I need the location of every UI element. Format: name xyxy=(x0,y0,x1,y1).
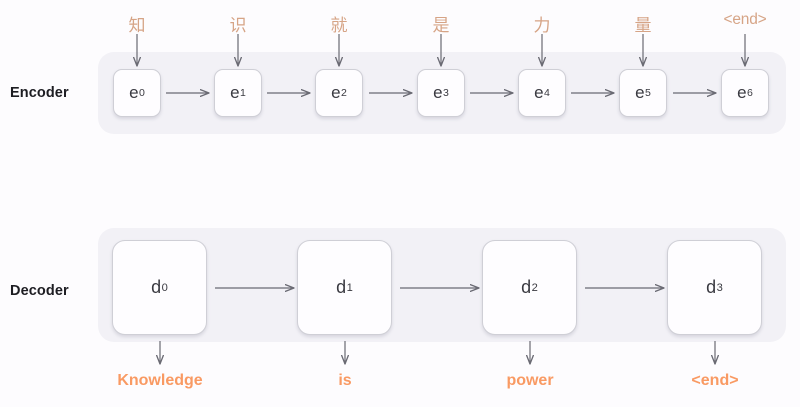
decoder-output-arrows xyxy=(160,341,715,364)
encoder-row-label: Encoder xyxy=(10,85,69,101)
decoder-cell-2-base: d xyxy=(521,277,532,297)
decoder-cell-1-base: d xyxy=(336,277,347,297)
encoder-input-token-4: 力 xyxy=(533,16,551,35)
encoder-input-token-1: 识 xyxy=(229,16,247,35)
decoder-output-token-1: is xyxy=(338,372,352,389)
decoder-cell-3-base: d xyxy=(706,277,717,297)
encoder-input-token-2: 就 xyxy=(330,16,348,35)
encoder-cell-2-base: e xyxy=(331,83,341,102)
encoder-input-token-6: <end> xyxy=(723,11,767,28)
encoder-cell-2-sub: 2 xyxy=(341,87,347,99)
encoder-cell-1-sub: 1 xyxy=(240,87,246,99)
decoder-output-token-0: Knowledge xyxy=(117,372,203,389)
decoder-cell-2-sub: 2 xyxy=(531,281,538,294)
decoder-output-token-3: <end> xyxy=(691,372,739,389)
encoder-cell-4-sub: 4 xyxy=(544,87,550,99)
decoder-cell-3-sub: 3 xyxy=(716,281,723,294)
encoder-cell-0-base: e xyxy=(129,83,139,102)
encoder-cell-0-sub: 0 xyxy=(139,87,145,99)
encoder-input-token-3: 是 xyxy=(432,16,450,35)
encoder-cell-5-sub: 5 xyxy=(645,87,651,99)
encoder-cell-1-base: e xyxy=(230,83,240,102)
encoder-cell-3-base: e xyxy=(433,83,443,102)
decoder-cell-1-sub: 1 xyxy=(346,281,353,294)
encoder-cell-5-base: e xyxy=(635,83,645,102)
decoder-cell-0-base: d xyxy=(151,277,162,297)
decoder-cell-0-sub: 0 xyxy=(161,281,168,294)
decoder-output-token-2: power xyxy=(506,372,554,389)
encoder-cell-6-sub: 6 xyxy=(747,87,753,99)
encoder-cell-4-base: e xyxy=(534,83,544,102)
encoder-cell-3-sub: 3 xyxy=(443,87,449,99)
encoder-cell-6-base: e xyxy=(737,83,747,102)
decoder-row-label: Decoder xyxy=(10,283,69,299)
encoder-input-token-5: 量 xyxy=(634,16,652,35)
encoder-input-token-0: 知 xyxy=(128,16,146,35)
